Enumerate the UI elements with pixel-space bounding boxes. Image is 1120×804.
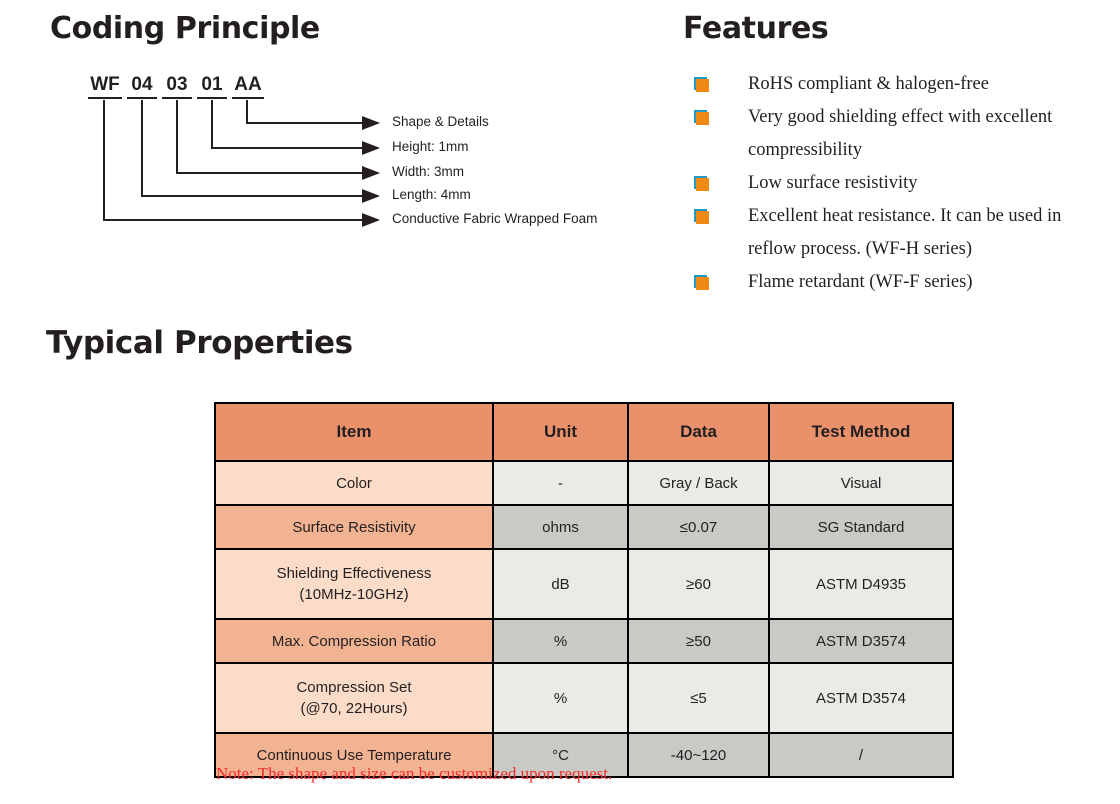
feature-item: Flame retardant (WF-F series) <box>694 266 1104 299</box>
cell-test-method: ASTM D3574 <box>768 618 954 664</box>
cell-test-method: ASTM D4935 <box>768 548 954 620</box>
part-number-token: 04 <box>127 74 157 99</box>
leader-lines-svg <box>103 100 380 227</box>
feature-item: Excellent heat resistance. It can be use… <box>694 200 1104 266</box>
cell-unit: ohms <box>492 504 629 550</box>
leader-label: Conductive Fabric Wrapped Foam <box>392 211 598 226</box>
cell-item: Compression Set(@70, 22Hours) <box>214 662 494 734</box>
page-title-typical-properties: Typical Properties <box>46 325 353 361</box>
bullet-square-icon <box>694 77 710 93</box>
feature-item-label: Flame retardant (WF-F series) <box>748 272 973 292</box>
table-row: Shielding Effectiveness(10MHz-10GHz)dB≥6… <box>214 548 954 620</box>
column-header-item: Item <box>214 402 494 462</box>
column-header-test-method: Test Method <box>768 402 954 462</box>
cell-data: ≥50 <box>627 618 770 664</box>
page-title-coding-principle: Coding Principle <box>50 11 320 46</box>
cell-test-method: ASTM D3574 <box>768 662 954 734</box>
cell-item: Continuous Use Temperature <box>214 732 494 778</box>
feature-item-label: Low surface resistivity <box>748 173 918 193</box>
cell-unit: - <box>492 460 629 506</box>
bullet-square-icon <box>694 209 710 225</box>
cell-unit: % <box>492 618 629 664</box>
cell-data: ≥60 <box>627 548 770 620</box>
cell-unit: °C <box>492 732 629 778</box>
bullet-square-icon <box>694 275 710 291</box>
part-number-token: WF <box>88 74 122 99</box>
cell-item: Shielding Effectiveness(10MHz-10GHz) <box>214 548 494 620</box>
part-number-token: 01 <box>197 74 227 99</box>
cell-item: Color <box>214 460 494 506</box>
leader-line <box>176 100 380 180</box>
part-number-token: 03 <box>162 74 192 99</box>
bullet-square-icon <box>694 110 710 126</box>
leader-line <box>211 100 380 155</box>
table-row: Continuous Use Temperature°C-40~120/ <box>214 732 954 778</box>
feature-item-label: Excellent heat resistance. It can be use… <box>748 206 1062 259</box>
table-note: Note: The shape and size can be customiz… <box>216 764 613 783</box>
feature-item: Low surface resistivity <box>694 167 1104 200</box>
cell-item: Surface Resistivity <box>214 504 494 550</box>
feature-item-label: Very good shielding effect with excellen… <box>748 107 1053 160</box>
leader-label: Length: 4mm <box>392 187 471 202</box>
leader-line <box>141 100 380 203</box>
leader-label: Height: 1mm <box>392 139 469 154</box>
table-header-row: Item Unit Data Test Method <box>214 402 954 462</box>
typical-properties-table: Item Unit Data Test Method Color-Gray / … <box>214 402 954 778</box>
leader-label: Width: 3mm <box>392 164 465 179</box>
feature-item: Very good shielding effect with excellen… <box>694 101 1104 167</box>
page-title-features: Features <box>683 11 829 46</box>
leader-line <box>246 100 380 130</box>
cell-data: ≤0.07 <box>627 504 770 550</box>
part-number-token: AA <box>232 74 264 99</box>
cell-data: -40~120 <box>627 732 770 778</box>
cell-test-method: SG Standard <box>768 504 954 550</box>
cell-data: Gray / Back <box>627 460 770 506</box>
feature-item-label: RoHS compliant & halogen-free <box>748 74 989 94</box>
cell-data: ≤5 <box>627 662 770 734</box>
cell-unit: dB <box>492 548 629 620</box>
cell-item: Max. Compression Ratio <box>214 618 494 664</box>
leader-label: Shape & Details <box>392 114 489 129</box>
table-head: Item Unit Data Test Method <box>214 402 954 462</box>
leader-line <box>103 100 380 227</box>
feature-item: RoHS compliant & halogen-free <box>694 68 1104 101</box>
column-header-data: Data <box>627 402 770 462</box>
leader-paths <box>103 100 380 227</box>
cell-unit: % <box>492 662 629 734</box>
cell-test-method: Visual <box>768 460 954 506</box>
column-header-unit: Unit <box>492 402 629 462</box>
bullet-square-icon <box>694 176 710 192</box>
cell-test-method: / <box>768 732 954 778</box>
